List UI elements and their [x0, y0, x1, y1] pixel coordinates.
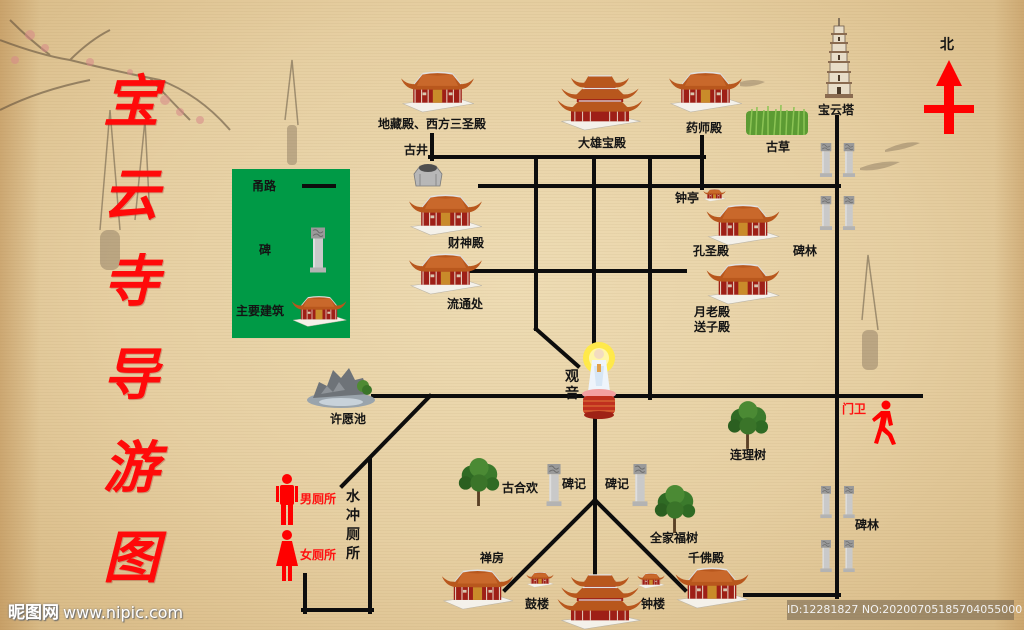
label-stele-forest-lower: 碑林 [855, 518, 880, 532]
north-arrow-icon [924, 60, 974, 134]
legend-stele-icon [309, 227, 327, 273]
title-char-3: 寺 [103, 249, 159, 315]
label-flush-toilet-2: 冲 [346, 508, 360, 524]
title-char-1: 宝 [103, 69, 159, 135]
label-songzi-hall: 送子殿 [694, 320, 731, 334]
label-men-toilet: 男厕所 [300, 492, 337, 506]
legend-temple-icon [291, 294, 347, 328]
road-segment [533, 326, 581, 369]
stele-icon [819, 196, 833, 230]
label-ancient-well: 古井 [404, 143, 429, 157]
label-qianfo-hall: 千佛殿 [688, 551, 725, 565]
road-segment [592, 497, 688, 593]
stele-icon [842, 196, 856, 230]
paper-edge-right [994, 0, 1024, 630]
label-flush-toilet-1: 水 [346, 489, 360, 505]
temple-multitier-icon-gate [556, 572, 644, 630]
label-daxiong-hall: 大雄宝殿 [578, 136, 627, 150]
stele-icon [819, 540, 833, 572]
label-caishen-hall: 财神殿 [448, 236, 485, 250]
label-guanyin-1: 观 [565, 369, 579, 385]
label-flush-toilet-4: 所 [346, 546, 360, 562]
label-yaoshi-hall: 药师殿 [686, 121, 723, 135]
stele-icon [842, 143, 856, 177]
road-segment [502, 497, 598, 593]
stele-icon [631, 464, 649, 506]
temple-icon-chanfang [440, 568, 515, 610]
temple-icon-qianfo [674, 566, 750, 609]
legend-building-label: 主要建筑 [236, 304, 285, 318]
temple-multitier-icon-daxiong [556, 73, 644, 131]
stele-icon [819, 143, 833, 177]
label-stele-forest-upper: 碑林 [793, 244, 818, 258]
tree-icon-hehuan [457, 458, 501, 506]
label-yuelao-hall: 月老殿 [694, 305, 731, 319]
rockery-pool-icon [305, 364, 377, 408]
legend-road-label: 甬路 [252, 179, 277, 193]
label-stele-record-right: 碑记 [605, 477, 630, 491]
title-char-5: 游 [103, 435, 159, 501]
woman-toilet-icon [275, 530, 299, 582]
compass-north-label: 北 [940, 37, 954, 53]
pagoda-icon [821, 18, 857, 100]
walking-person-icon [866, 400, 902, 446]
tree-icon-lianli [727, 400, 769, 450]
watermark-url: www.nipic.com [63, 603, 184, 622]
label-liutong-office: 流通处 [447, 297, 484, 311]
well-icon [410, 160, 446, 190]
label-ancient-grass: 古草 [766, 140, 791, 154]
label-wishing-pool: 许愿池 [330, 412, 367, 426]
label-bell-pavilion: 钟亭 [675, 191, 700, 205]
label-baoyun-pagoda: 宝云塔 [818, 103, 855, 117]
label-ancient-albizia: 古合欢 [502, 481, 539, 495]
label-drum-tower: 鼓楼 [525, 597, 550, 611]
title-char-4: 导 [103, 342, 159, 408]
label-dizang-hall: 地藏殿、西方三圣殿 [378, 117, 487, 131]
guanyin-statue-icon [580, 340, 618, 420]
man-toilet-icon [276, 474, 298, 526]
stele-icon [842, 486, 856, 518]
tree-icon-family [653, 485, 697, 533]
temple-icon-yuelao [705, 262, 781, 305]
label-kongsheng-hall: 孔圣殿 [693, 244, 730, 258]
title-char-6: 图 [103, 525, 159, 591]
stele-icon [819, 486, 833, 518]
label-bell-tower: 钟楼 [641, 597, 666, 611]
temple-icon-dizang [400, 70, 475, 113]
title-char-2: 云 [103, 162, 159, 228]
watermark-brand: 昵图网 [8, 603, 59, 623]
road-segment [339, 393, 433, 489]
image-id-band: ID:12281827 NO:20200705185704055000 [787, 600, 1022, 620]
label-flush-toilet-3: 厕 [346, 527, 360, 543]
stele-icon [545, 464, 563, 506]
label-women-toilet: 女厕所 [300, 548, 337, 562]
temple-icon-yaoshi [668, 70, 743, 113]
label-guanyin-2: 音 [565, 386, 579, 402]
temple-icon-bell-pavilion [703, 185, 726, 205]
temple-icon-caishen [408, 193, 483, 236]
label-gate-guard: 门卫 [842, 402, 867, 416]
label-family-tree: 全家福树 [650, 531, 699, 545]
stele-icon [842, 540, 856, 572]
grass-icon [746, 105, 808, 135]
temple-icon-drum-tower [526, 567, 554, 592]
label-lianli-tree: 连理树 [730, 448, 767, 462]
temple-icon-bell-tower [637, 568, 665, 593]
legend-stele-label: 碑 [259, 243, 272, 257]
temple-icon-kongsheng [705, 203, 781, 246]
temple-icon-liutong [408, 252, 483, 295]
legend-road-line-icon [302, 184, 336, 188]
label-meditation-room: 禅房 [480, 551, 505, 565]
label-stele-record-left: 碑记 [562, 477, 587, 491]
